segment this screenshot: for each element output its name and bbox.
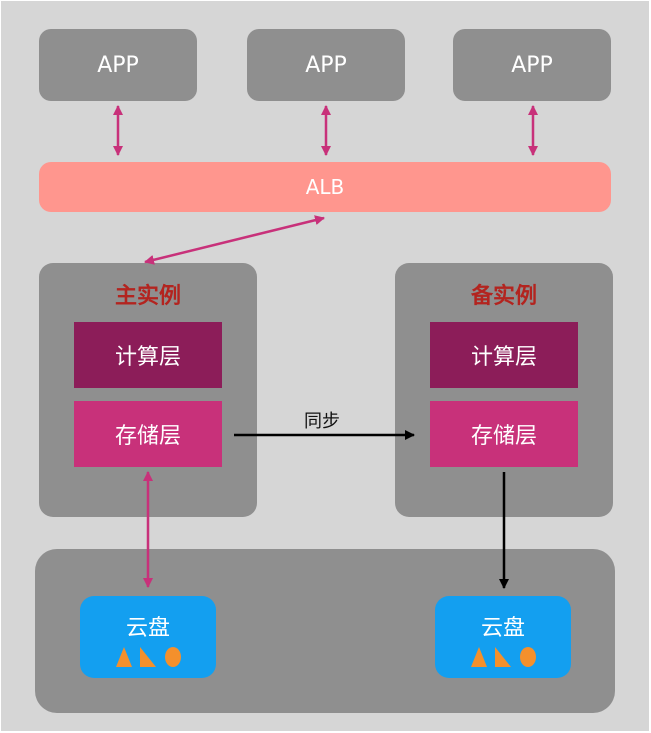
standby-instance-title: 备实例	[470, 284, 537, 309]
app-box-1: APP	[39, 29, 197, 101]
alb-bar: ALB	[39, 162, 611, 212]
primary-instance-title: 主实例	[114, 284, 181, 309]
standby-storage-layer: 存储层	[430, 401, 578, 467]
cloud-disk-standby: 云盘	[435, 596, 571, 678]
shapes-icon	[116, 647, 181, 667]
shapes-icon	[471, 647, 536, 667]
cloud-disk-primary: 云盘	[80, 596, 216, 678]
primary-storage-layer: 存储层	[74, 401, 222, 467]
cloud-disk-primary-label: 云盘	[125, 616, 170, 641]
primary-compute-layer: 计算层	[74, 322, 222, 388]
standby-compute-layer: 计算层	[430, 322, 578, 388]
alb-primary-arrow	[144, 215, 325, 265]
app-box-2: APP	[247, 29, 405, 101]
cloud-disk-standby-label: 云盘	[480, 616, 525, 641]
sync-label: 同步	[304, 411, 340, 432]
app-box-3: APP	[453, 29, 611, 101]
